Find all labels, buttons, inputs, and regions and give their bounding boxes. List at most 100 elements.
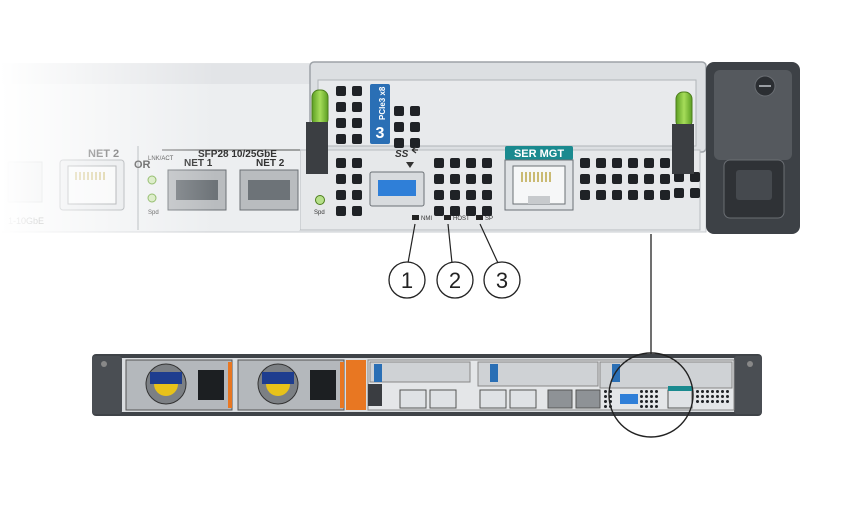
vent-hole — [580, 174, 590, 184]
vent-hole — [604, 395, 607, 398]
vent-hole — [604, 405, 607, 408]
vent-hole — [628, 174, 638, 184]
vent-hole — [655, 390, 658, 393]
vent-hole — [711, 400, 714, 403]
card-latch-right[interactable] — [675, 91, 693, 129]
psu-1 — [125, 359, 233, 411]
vent-hole — [482, 206, 492, 216]
server-ear-left — [92, 356, 122, 414]
vent-hole — [696, 390, 699, 393]
vent-hole — [640, 395, 643, 398]
zoom-circle — [608, 352, 694, 438]
vent-hole — [604, 390, 607, 393]
vent-hole — [352, 206, 362, 216]
vent-hole — [352, 158, 362, 168]
vent-hole — [450, 206, 460, 216]
vent-hole — [660, 174, 670, 184]
vent-hole — [580, 190, 590, 200]
server-ear-right — [734, 356, 762, 414]
link-speed-label: 1-10GbE — [8, 216, 44, 226]
vent-hole — [352, 102, 362, 112]
vent-hole — [450, 174, 460, 184]
pcie-slot-text: PCIe3 x8 — [378, 86, 387, 120]
lnk-act-label: LNK/ACT — [148, 156, 174, 162]
vent-holes — [336, 86, 700, 216]
vent-hole — [660, 190, 670, 200]
vent-hole — [650, 405, 653, 408]
vent-hole — [711, 390, 714, 393]
full-server-rear — [92, 354, 762, 416]
vent-hole — [640, 400, 643, 403]
vent-hole — [696, 400, 699, 403]
vent-hole — [434, 206, 444, 216]
vent-hole — [716, 395, 719, 398]
net2-left-label: NET 2 — [88, 148, 119, 160]
sp-led — [476, 215, 483, 220]
callout-leaders — [407, 223, 499, 264]
host-label: HOST — [453, 216, 470, 222]
lnk-led — [147, 175, 157, 185]
vent-hole — [726, 395, 729, 398]
vent-hole — [466, 158, 476, 168]
callout-3: 3 — [483, 261, 521, 299]
callout-3-number: 3 — [496, 268, 508, 293]
vent-hole — [410, 122, 420, 132]
sp-label: SP — [485, 216, 493, 222]
vent-hole — [711, 395, 714, 398]
nmi-button[interactable] — [412, 215, 419, 220]
pcie-slot-number: 3 — [376, 125, 385, 142]
vent-hole — [721, 395, 724, 398]
vent-hole — [721, 400, 724, 403]
vent-hole — [466, 190, 476, 200]
vent-hole — [655, 405, 658, 408]
card-latch-left[interactable] — [311, 89, 329, 127]
vent-hole — [706, 390, 709, 393]
vent-hole — [434, 174, 444, 184]
host-led — [444, 215, 451, 220]
vent-hole — [690, 188, 700, 198]
ser-mgt-port[interactable]: SER MGT — [504, 146, 574, 211]
vent-hole — [352, 134, 362, 144]
callout-1: 1 — [388, 261, 426, 299]
vent-hole — [650, 390, 653, 393]
vent-hole — [336, 190, 346, 200]
callout-2: 2 — [436, 261, 474, 299]
vent-hole — [336, 118, 346, 128]
vent-hole — [628, 190, 638, 200]
pcie-slot-label: 3 PCIe3 x8 — [370, 84, 390, 144]
vent-hole — [482, 174, 492, 184]
vent-hole — [434, 158, 444, 168]
vent-hole — [612, 190, 622, 200]
vent-hole — [690, 172, 700, 182]
vent-hole — [628, 158, 638, 168]
status-led — [315, 195, 325, 205]
vent-hole — [394, 106, 404, 116]
vent-hole — [726, 390, 729, 393]
psu-2 — [237, 359, 345, 411]
vent-hole — [450, 190, 460, 200]
vent-hole — [650, 395, 653, 398]
vent-hole — [644, 190, 654, 200]
vent-hole — [655, 395, 658, 398]
vent-hole — [640, 390, 643, 393]
callout-2-number: 2 — [449, 268, 461, 293]
vent-hole — [674, 188, 684, 198]
vent-hole — [336, 86, 346, 96]
vent-hole — [645, 390, 648, 393]
vent-hole — [645, 400, 648, 403]
vent-hole — [655, 400, 658, 403]
net2-label: NET 2 — [256, 158, 285, 169]
usb-port[interactable]: SS — [369, 146, 425, 207]
vent-hole — [721, 390, 724, 393]
vent-hole — [640, 405, 643, 408]
vent-hole — [596, 190, 606, 200]
vent-hole — [410, 106, 420, 116]
warning-label — [346, 360, 366, 410]
nmi-label: NMI — [421, 216, 432, 222]
vent-hole — [644, 174, 654, 184]
ser-mgt-label: SER MGT — [514, 148, 564, 160]
vent-hole — [466, 206, 476, 216]
indicator-row: NMI HOST SP — [412, 215, 493, 222]
vent-hole — [644, 158, 654, 168]
